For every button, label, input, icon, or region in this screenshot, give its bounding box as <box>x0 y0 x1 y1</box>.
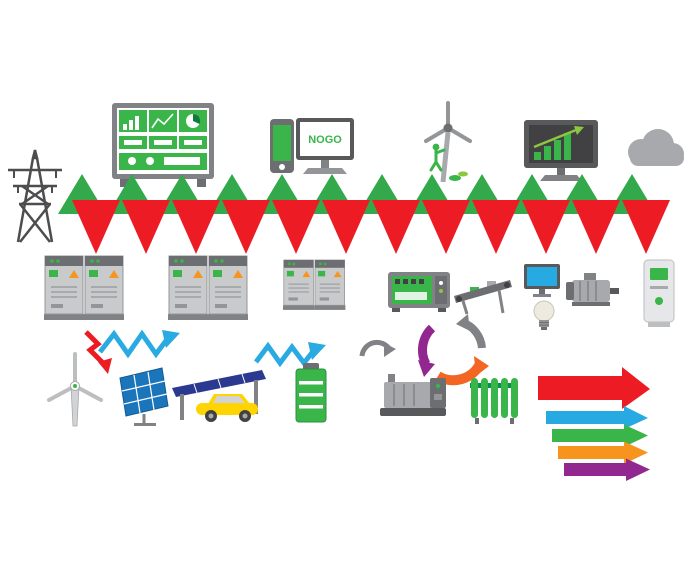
flow-band-down-arrows <box>72 200 670 254</box>
legend-arrow-blue <box>546 406 648 429</box>
plc-controller-icon <box>388 272 450 312</box>
analytics-monitor-icon <box>524 120 598 181</box>
solar-panel-icon <box>119 367 169 426</box>
legend-arrow-purple <box>564 458 650 481</box>
conveyor-icon <box>454 280 512 315</box>
control-monitor-icon <box>524 264 560 297</box>
inverter-cabinet-group-3 <box>282 259 346 311</box>
battery-storage-icon <box>295 363 327 423</box>
red-surge-arrow <box>84 330 112 374</box>
scada-dashboard-icon <box>112 103 214 187</box>
ac-wave-1-icon <box>98 329 180 359</box>
diesel-generator-icon <box>380 374 446 416</box>
monitoring-workstation-icon: NOGO <box>270 118 354 174</box>
wind-turbine-icon <box>47 352 103 427</box>
radiator-icon <box>470 378 518 424</box>
wall-charger-icon <box>643 259 675 327</box>
solar-carport-ev-icon <box>172 370 266 422</box>
turbine-maintenance-icon <box>424 101 472 183</box>
legend-arrow-green <box>552 424 648 447</box>
legend-arrow-red <box>538 367 650 409</box>
transmission-tower-icon <box>8 149 62 243</box>
curl-arrow-icon <box>359 339 396 357</box>
inverter-cabinet-group-1 <box>43 255 125 321</box>
cloud-icon <box>628 129 684 166</box>
monitor-brand-text: NOGO <box>308 134 342 146</box>
legend-arrow-orange <box>558 441 648 464</box>
motor-icon <box>566 273 619 306</box>
inverter-cabinet-group-2 <box>167 255 249 321</box>
light-bulb-icon <box>533 300 555 330</box>
ac-wave-2-icon <box>254 341 326 368</box>
energy-cycle-icon <box>418 314 489 386</box>
